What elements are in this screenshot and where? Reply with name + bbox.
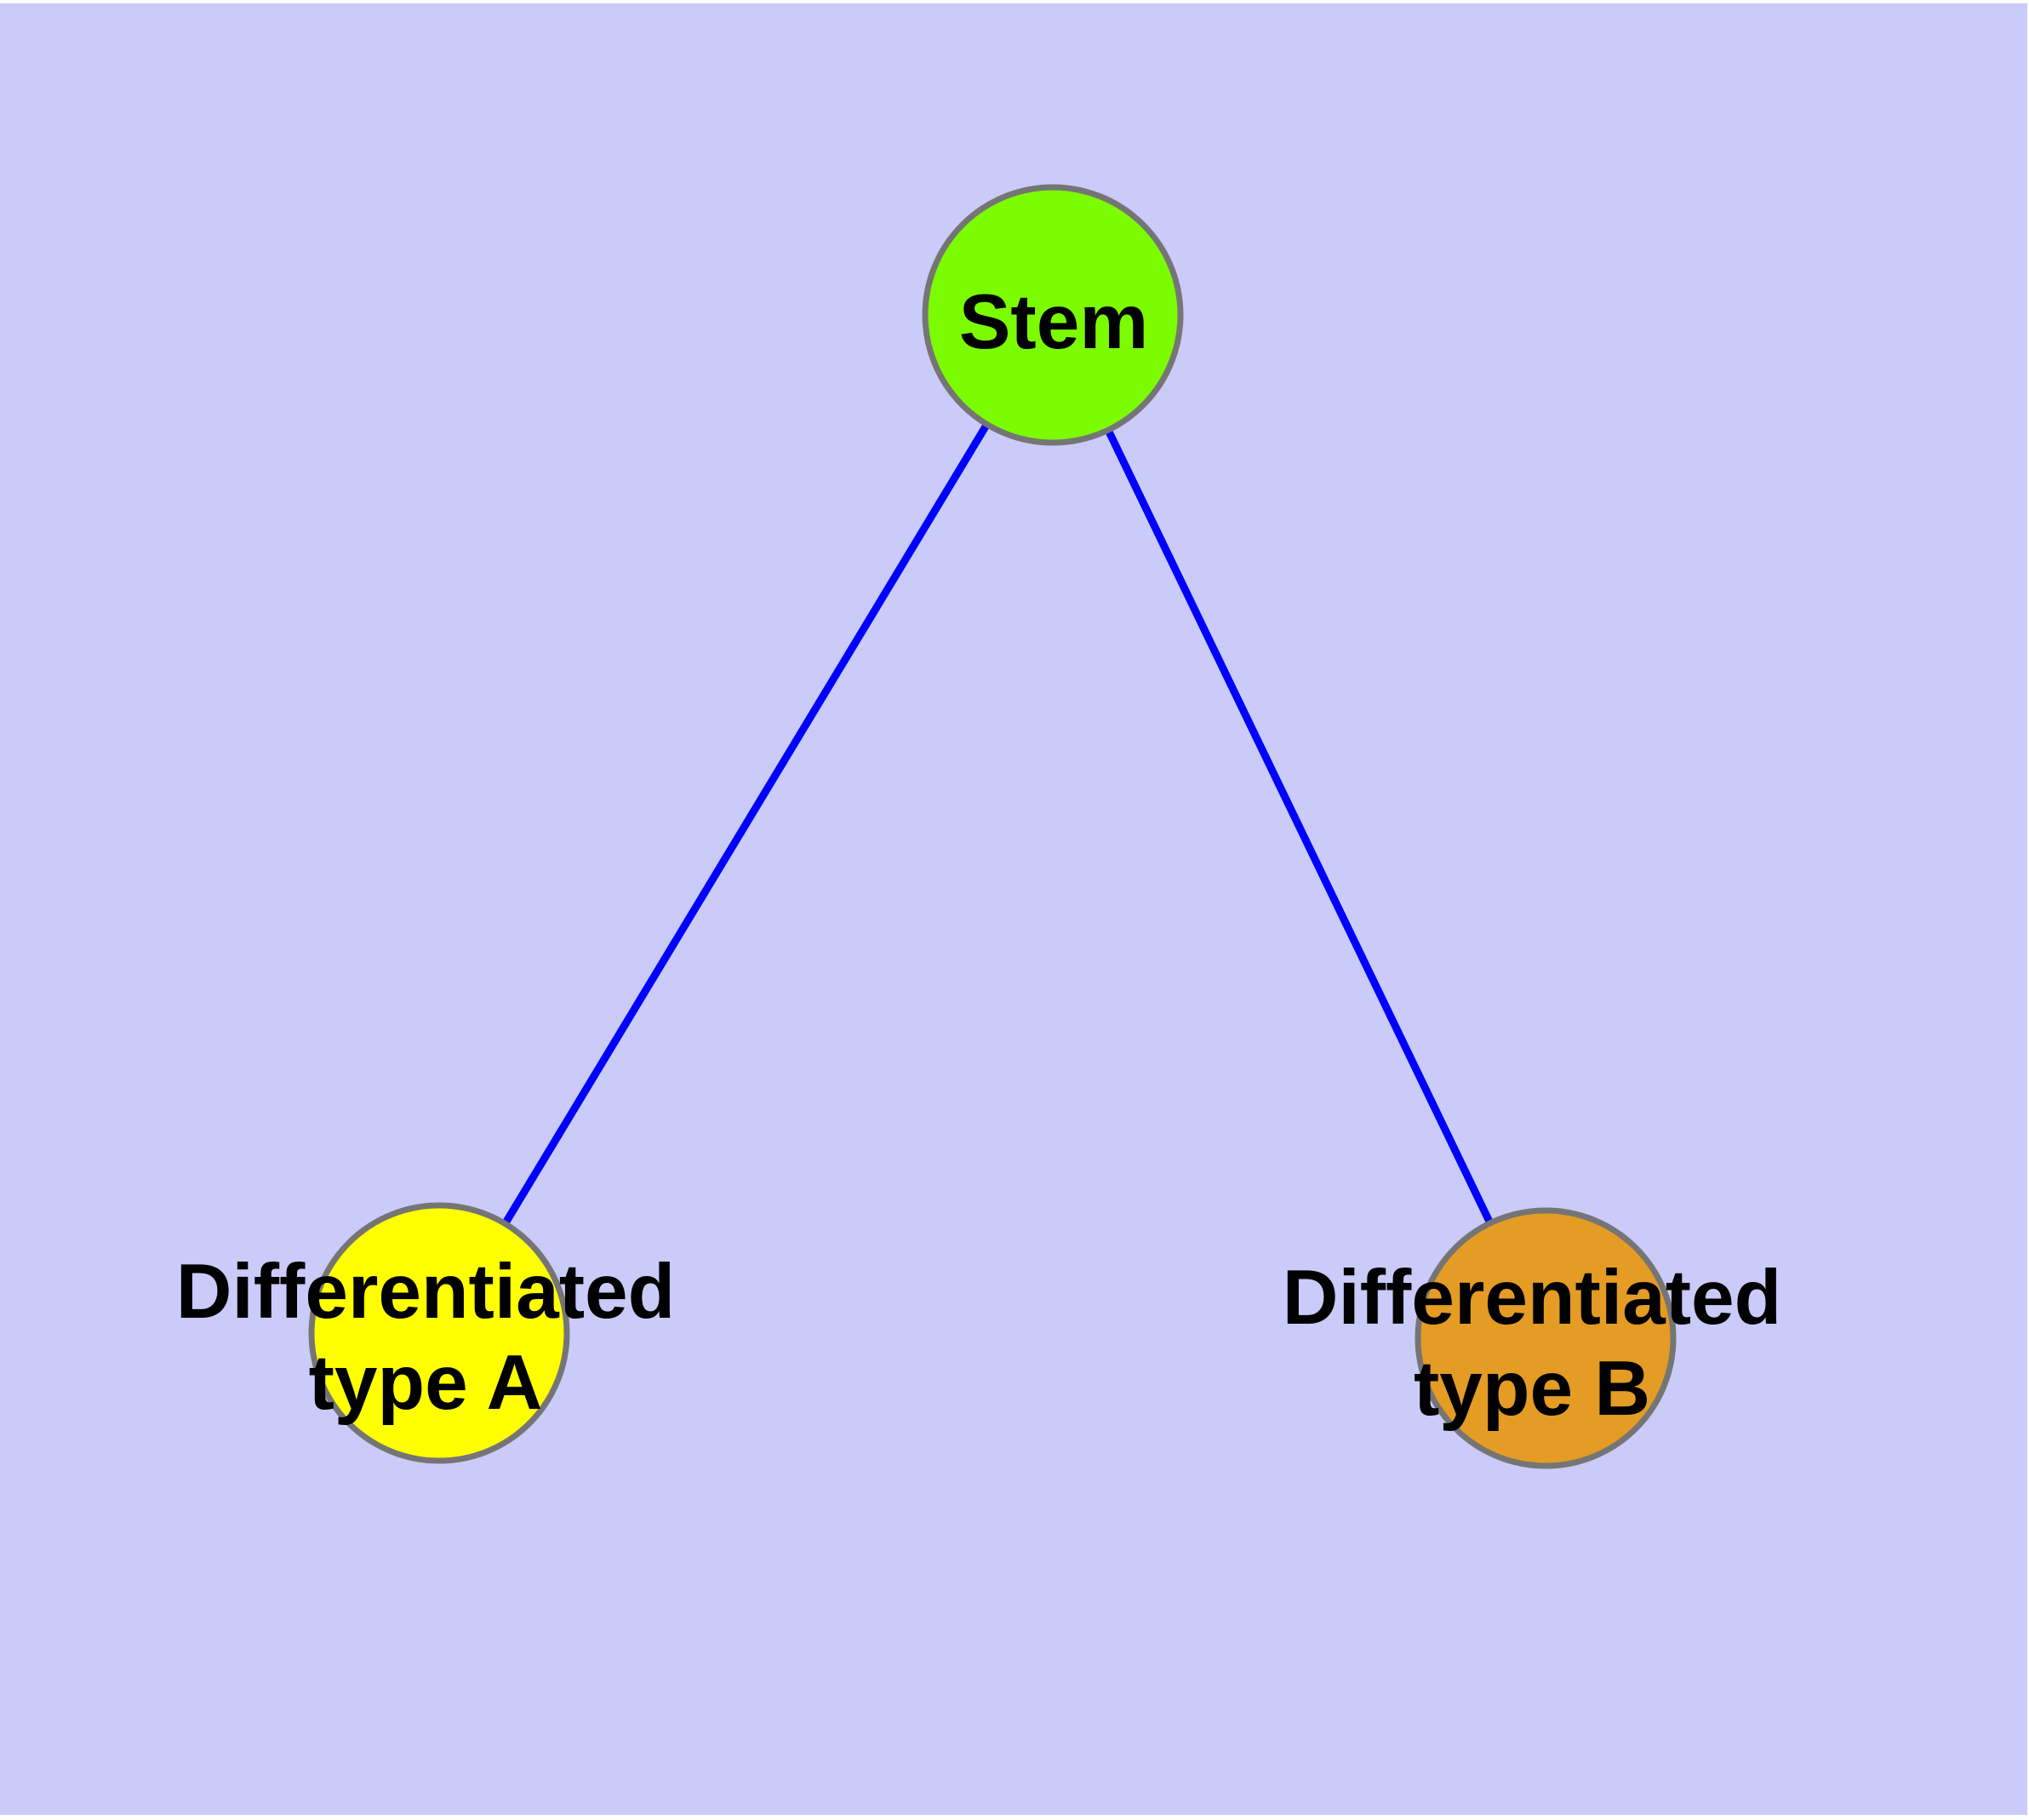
node-type-b-label-line2: type B <box>1414 1346 1650 1432</box>
node-type-a-circle <box>308 1202 570 1464</box>
node-stem-circle <box>922 184 1184 446</box>
node-type-b-label-line1: Differentiated <box>1283 1255 1782 1341</box>
node-stem-label: Stem <box>959 279 1149 365</box>
node-type-a-label-line2: type A <box>309 1340 543 1426</box>
node-type-a-label-line1: Differentiated <box>176 1249 676 1335</box>
node-type-b-circle <box>1415 1207 1677 1469</box>
edge-stem-to-type-b <box>1049 313 1550 1340</box>
edge-stem-to-type-a <box>436 312 1056 1336</box>
